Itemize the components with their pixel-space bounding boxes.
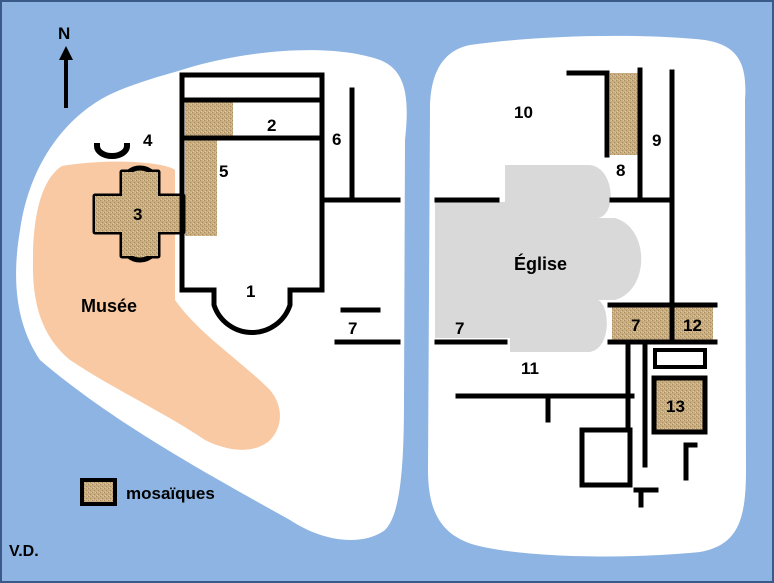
room-12-annex xyxy=(653,348,707,369)
label-room-2: 2 xyxy=(267,116,276,135)
room-labels: 1 2 3 4 5 6 7 7 7 8 9 10 11 12 13 Musée … xyxy=(81,103,702,416)
label-room-3: 3 xyxy=(133,205,142,224)
label-room-10: 10 xyxy=(514,103,533,122)
label-room-12: 12 xyxy=(683,316,702,335)
label-room-8: 8 xyxy=(616,161,625,180)
label-room-5: 5 xyxy=(219,162,228,181)
church-area xyxy=(435,165,642,352)
legend: mosaïques xyxy=(80,478,215,506)
walls xyxy=(93,67,718,508)
label-eglise: Église xyxy=(514,253,567,274)
legend-label: mosaïques xyxy=(126,484,215,503)
label-room-9: 9 xyxy=(652,131,661,150)
label-room-1: 1 xyxy=(246,282,255,301)
mosaic-room-12 xyxy=(673,306,713,341)
label-musee: Musée xyxy=(81,296,137,316)
label-room-6: 6 xyxy=(332,130,341,149)
label-room-7-west: 7 xyxy=(348,319,357,338)
label-room-11: 11 xyxy=(521,359,539,378)
mosaic-room-5 xyxy=(185,138,217,236)
author-credit: V.D. xyxy=(9,543,39,560)
mosaic-room-13 xyxy=(654,378,705,432)
north-arrow: N xyxy=(58,24,73,108)
label-room-7-mosaic: 7 xyxy=(631,316,640,335)
label-room-13: 13 xyxy=(666,397,685,416)
mosaic-room-2 xyxy=(185,100,233,138)
mosaic-room-8 xyxy=(610,73,638,155)
north-label: N xyxy=(58,24,70,43)
room-13-walls xyxy=(651,375,708,435)
label-room-7-east: 7 xyxy=(455,319,464,338)
mosaic-room-7 xyxy=(612,306,673,341)
mosaic-swatch-icon xyxy=(80,478,117,506)
label-room-4: 4 xyxy=(143,131,153,150)
mosaic-areas xyxy=(185,73,713,432)
